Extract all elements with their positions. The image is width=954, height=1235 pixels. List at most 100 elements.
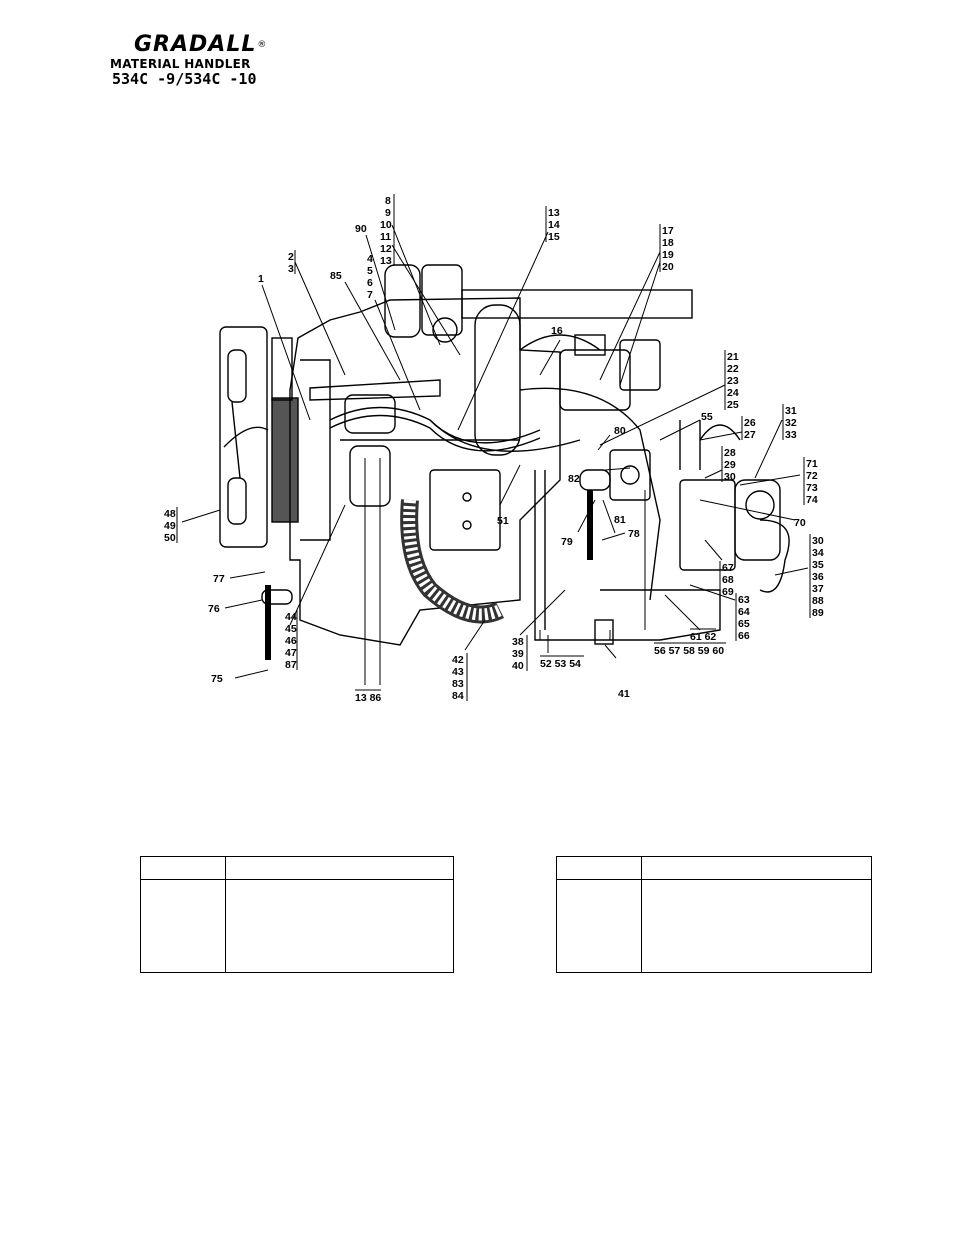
callout-21: 21	[727, 351, 739, 363]
callout-22: 22	[727, 363, 739, 375]
callout-56-60: 56 57 58 59 60	[654, 645, 724, 657]
callout-10: 10	[380, 219, 392, 231]
callout-39: 39	[512, 648, 524, 660]
callout-75: 75	[211, 673, 223, 685]
callout-2: 2	[288, 251, 294, 263]
callout-41: 41	[618, 688, 630, 700]
callout-82: 82	[568, 473, 580, 485]
callout-27: 27	[744, 429, 756, 441]
callout-67: 67	[722, 562, 734, 574]
brand-name: GRADALL®	[134, 32, 268, 57]
callout-16: 16	[551, 325, 563, 337]
legend-table-right	[556, 856, 872, 973]
callout-labels: 1 2 3 4 5 6 7 8 9 10 11 12 13 13 14 15 1…	[164, 195, 824, 704]
callout-42: 42	[452, 654, 464, 666]
callout-13b: 13	[548, 207, 560, 219]
legend-table-left	[140, 856, 454, 973]
callout-85: 85	[330, 270, 342, 282]
callout-33: 33	[785, 429, 797, 441]
callout-28: 28	[724, 447, 736, 459]
callout-88: 88	[812, 595, 824, 607]
callout-84: 84	[452, 690, 464, 702]
callout-29: 29	[724, 459, 736, 471]
callout-43: 43	[452, 666, 464, 678]
callout-20: 20	[662, 261, 674, 273]
callout-51: 51	[497, 515, 509, 527]
callout-65: 65	[738, 618, 750, 630]
leader-lines	[181, 224, 809, 685]
callout-1: 1	[258, 273, 264, 285]
legend-table-row	[556, 879, 872, 973]
callout-46: 46	[285, 635, 297, 647]
legend-header-cell	[556, 856, 642, 880]
callout-3: 3	[288, 263, 294, 275]
callout-89: 89	[812, 607, 824, 619]
engine-drawing	[219, 264, 790, 660]
callout-77: 77	[213, 573, 225, 585]
callout-34: 34	[812, 547, 824, 559]
callout-80: 80	[614, 425, 626, 437]
callout-24: 24	[727, 387, 739, 399]
callout-69: 69	[722, 586, 734, 598]
callout-64: 64	[738, 606, 750, 618]
callout-87: 87	[285, 659, 297, 671]
callout-4: 4	[367, 253, 373, 265]
callout-31: 31	[785, 405, 797, 417]
callout-78: 78	[628, 528, 640, 540]
callout-74: 74	[806, 494, 818, 506]
callout-40: 40	[512, 660, 524, 672]
callout-6: 6	[367, 277, 373, 289]
callout-70: 70	[794, 517, 806, 529]
callout-7: 7	[367, 289, 373, 301]
callout-35: 35	[812, 559, 824, 571]
callout-8: 8	[385, 195, 391, 207]
brand-model: 534C -9/534C -10	[112, 70, 257, 88]
callout-11: 11	[380, 231, 391, 243]
callout-17: 17	[662, 225, 674, 237]
callout-13: 13	[380, 255, 392, 267]
callout-79: 79	[561, 536, 573, 548]
callout-66: 66	[738, 630, 750, 642]
callout-68: 68	[722, 574, 734, 586]
legend-header-cell	[225, 856, 454, 880]
callout-61-62: 61 62	[690, 631, 716, 643]
callout-18: 18	[662, 237, 674, 249]
callout-48: 48	[164, 508, 176, 520]
callout-44: 44	[285, 611, 297, 623]
callout-50: 50	[164, 532, 176, 544]
legend-header-cell	[641, 856, 872, 880]
legend-table-header	[140, 856, 454, 880]
callout-19: 19	[662, 249, 674, 261]
callout-81: 81	[614, 514, 626, 526]
callout-14: 14	[548, 219, 560, 231]
callout-12: 12	[380, 243, 392, 255]
callout-23: 23	[727, 375, 739, 387]
legend-cell	[556, 879, 642, 973]
callout-15: 15	[548, 231, 560, 243]
callout-49: 49	[164, 520, 176, 532]
callout-90: 90	[355, 223, 367, 235]
legend-table-row	[140, 879, 454, 973]
legend-header-cell	[140, 856, 226, 880]
legend-cell	[641, 879, 872, 973]
callout-30b: 30	[812, 535, 824, 547]
callout-9: 9	[385, 207, 391, 219]
callout-45: 45	[285, 623, 297, 635]
callout-83: 83	[452, 678, 464, 690]
callout-63: 63	[738, 594, 750, 606]
brand-logo: GRADALL® MATERIAL HANDLER 534C -9/534C -…	[110, 33, 290, 88]
callout-47: 47	[285, 647, 297, 659]
callout-52-54: 52 53 54	[540, 658, 581, 670]
callout-bars	[176, 194, 811, 701]
callout-13-86: 13 86	[355, 692, 381, 704]
legend-cell	[140, 879, 226, 973]
brand-subtitle: MATERIAL HANDLER	[110, 57, 251, 71]
callout-30: 30	[724, 471, 736, 483]
callout-55: 55	[701, 411, 713, 423]
legend-cell	[225, 879, 454, 973]
callout-32: 32	[785, 417, 797, 429]
callout-73: 73	[806, 482, 818, 494]
callout-71: 71	[806, 458, 818, 470]
callout-25: 25	[727, 399, 739, 411]
